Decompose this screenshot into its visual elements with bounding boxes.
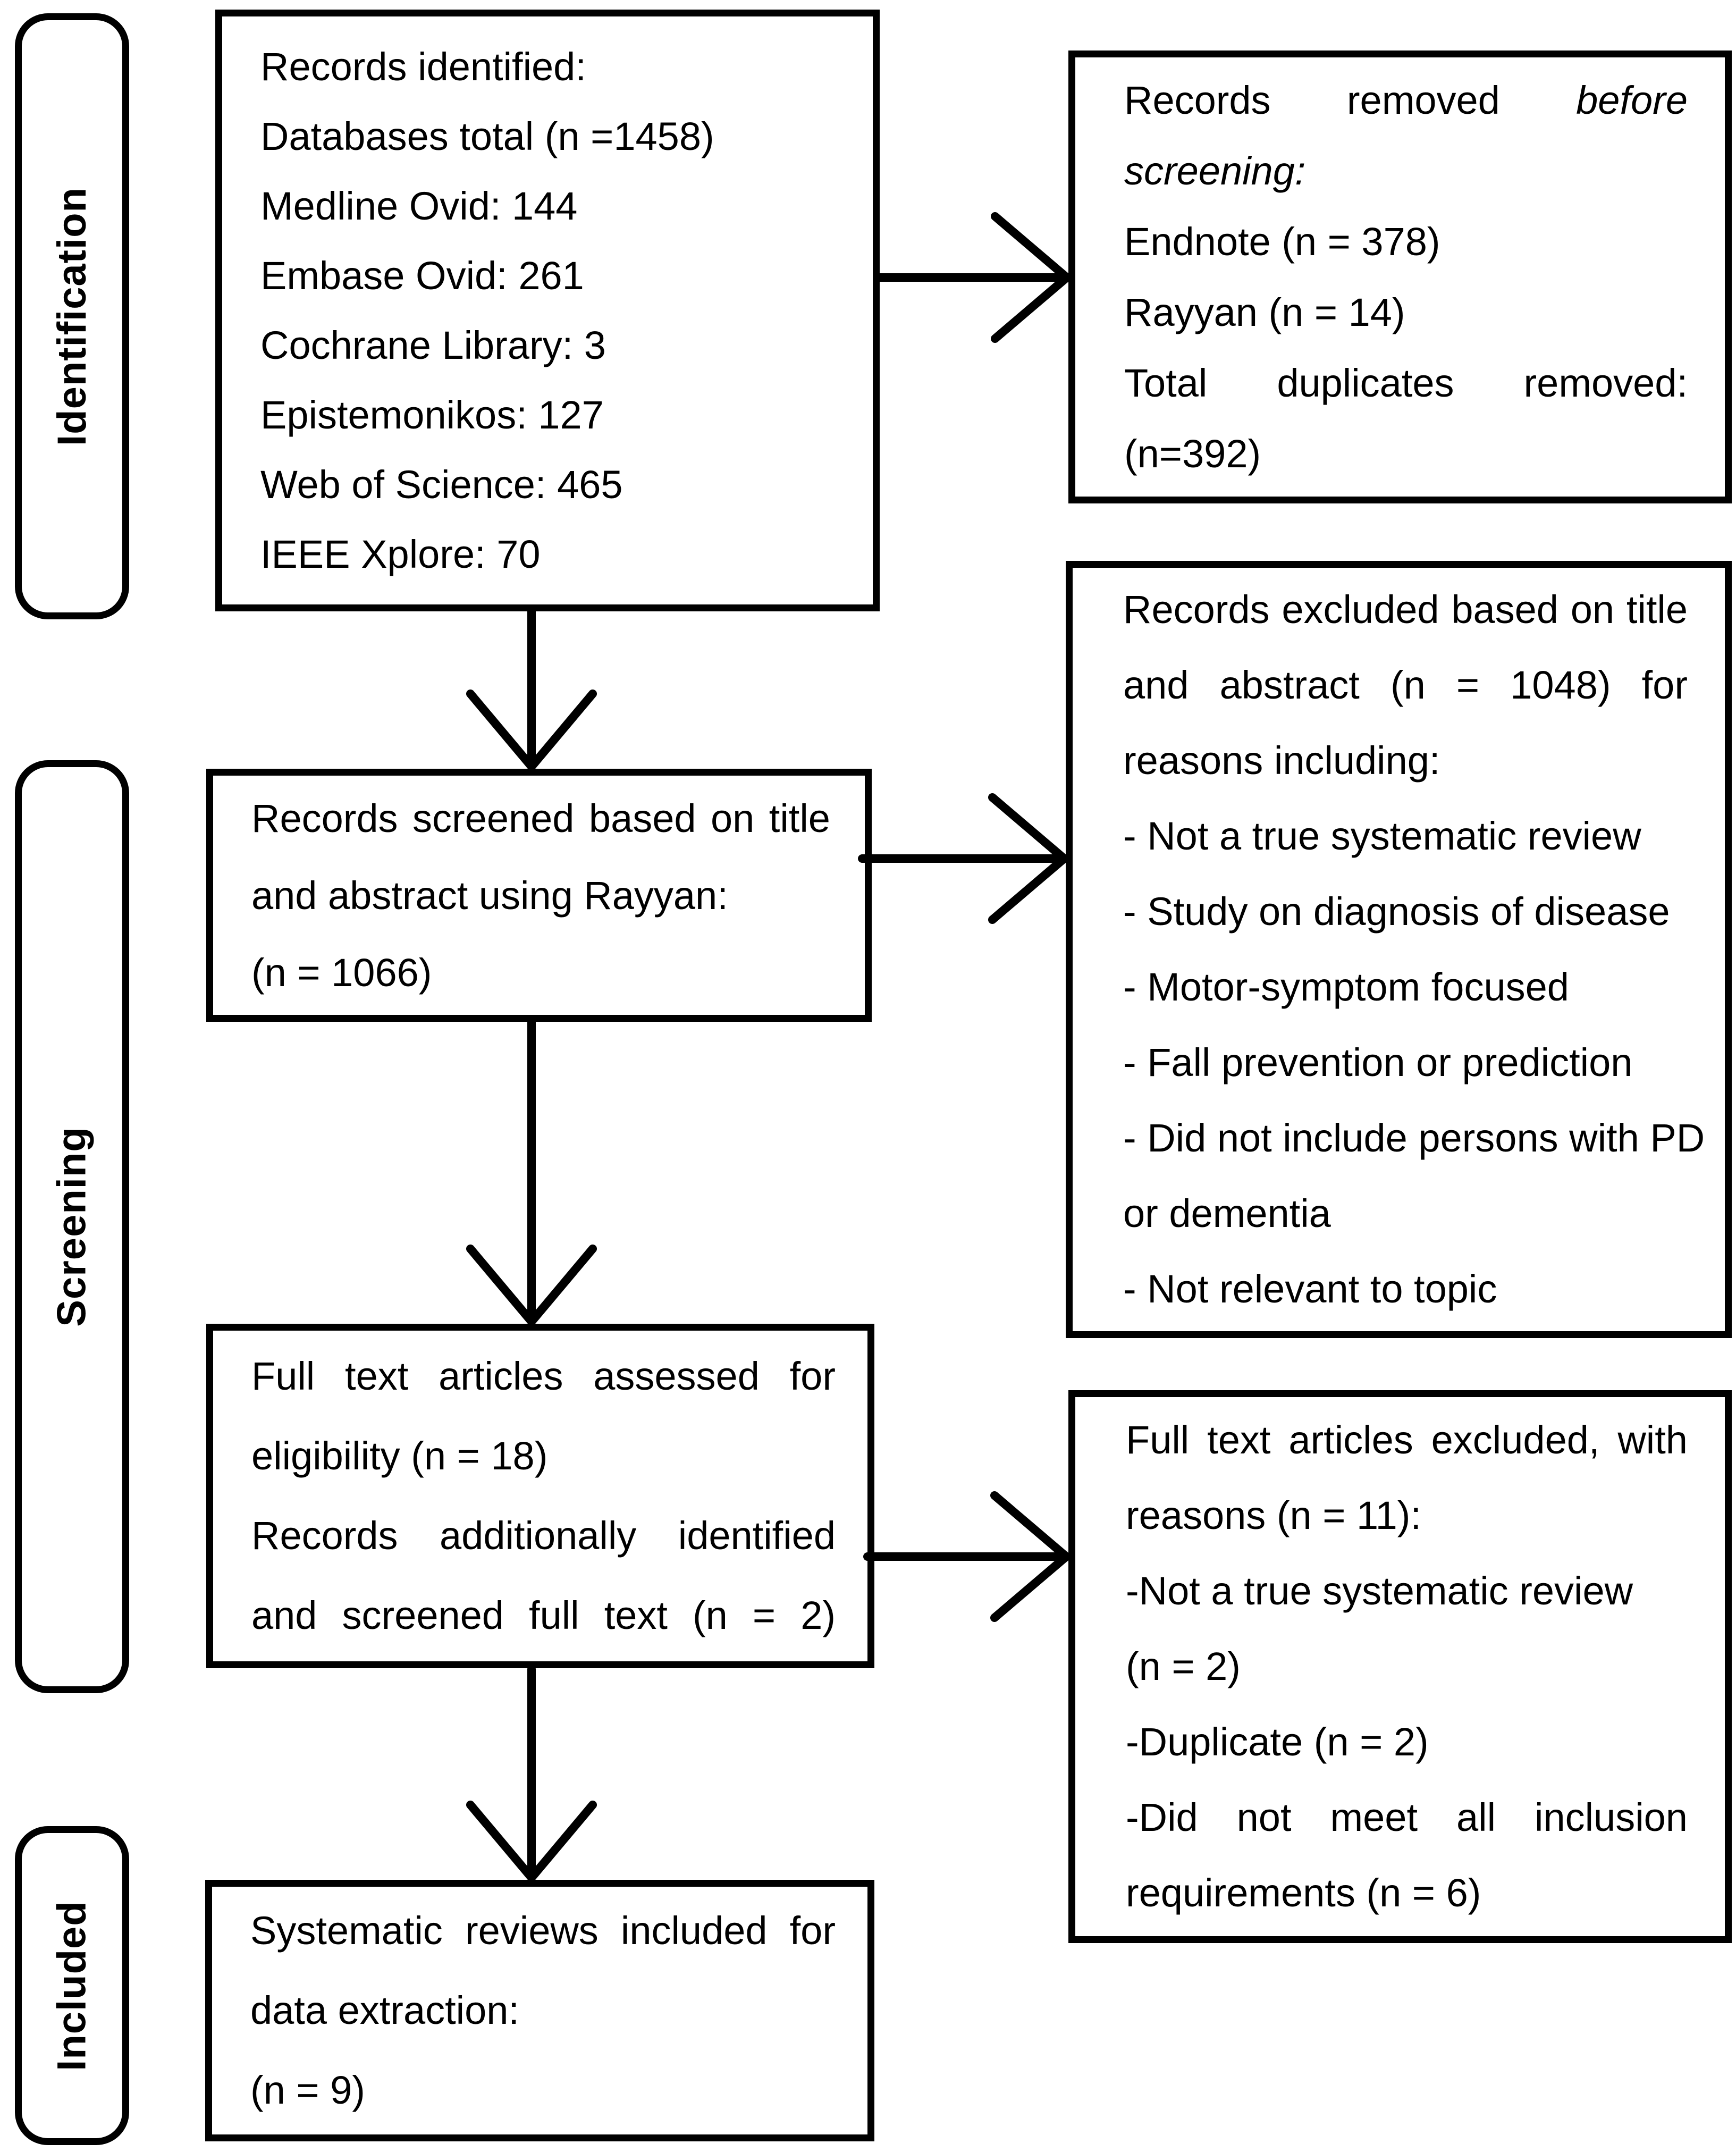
arrow-down-identified-to-screened-icon [466, 607, 597, 771]
text-line: or dementia [1123, 1191, 1331, 1235]
text-line: screening: [1124, 149, 1306, 193]
flow-box-records-identified-content: Records identified: Databases total (n =1… [222, 16, 873, 604]
text-line: Rayyan (n = 14) [1124, 290, 1405, 334]
text-line: - Did not include persons with PD [1123, 1116, 1705, 1160]
arrow-right-fulltext-to-excluded-icon [863, 1491, 1071, 1622]
text-line: Epistemonikos: 127 [260, 393, 604, 437]
text-line: data extraction: [250, 1988, 519, 2032]
text-line: - Not a true systematic review [1123, 814, 1641, 858]
text-line: eligibility (n = 18) [251, 1434, 548, 1478]
arrow-right-identified-to-removed-icon [875, 212, 1071, 343]
arrow-right-screened-to-excluded-icon [858, 793, 1068, 924]
text-line: Embase Ovid: 261 [260, 254, 584, 298]
stage-label-screening: Screening [15, 760, 129, 1693]
text-line: requirements (n = 6) [1126, 1871, 1481, 1915]
text-line: IEEE Xplore: 70 [260, 532, 541, 576]
text-line: Web of Science: 465 [260, 463, 623, 507]
text-line: (n = 9) [250, 2068, 365, 2112]
text-line: (n = 2) [1126, 1644, 1241, 1688]
text-line: reasons (n = 11): [1126, 1493, 1422, 1537]
text-line: and abstract using Rayyan: [251, 873, 728, 918]
arrow-down-screened-to-fulltext-icon [466, 1018, 597, 1326]
text-line: -Duplicate (n = 2) [1126, 1720, 1429, 1764]
stage-label-identification-text: Identification [49, 187, 95, 446]
text-line: - Not relevant to topic [1123, 1267, 1497, 1311]
text-line: (n = 1066) [251, 950, 432, 995]
stage-label-included-text: Included [49, 1900, 95, 2071]
arrow-down-fulltext-to-included-icon [466, 1665, 597, 1882]
stage-label-screening-text: Screening [49, 1127, 95, 1327]
flow-box-records-identified: Records identified: Databases total (n =1… [215, 10, 880, 611]
text-line: - Study on diagnosis of disease [1123, 889, 1670, 934]
text-line: reasons including: [1123, 738, 1440, 783]
text-line: Cochrane Library: 3 [260, 323, 606, 367]
stage-label-included: Included [15, 1826, 129, 2145]
text-line: - Fall prevention or prediction [1123, 1040, 1633, 1085]
text-line: -Not a true systematic review [1126, 1569, 1633, 1613]
text-line: - Motor-symptom focused [1123, 965, 1569, 1009]
text-line: Records identified: [260, 45, 586, 89]
stage-label-identification: Identification [15, 13, 129, 619]
text-line: Medline Ovid: 144 [260, 184, 578, 228]
text-line: (n=392) [1124, 432, 1261, 476]
text-line: Databases total (n =1458) [260, 114, 714, 158]
text-line: Endnote (n = 378) [1124, 220, 1440, 264]
